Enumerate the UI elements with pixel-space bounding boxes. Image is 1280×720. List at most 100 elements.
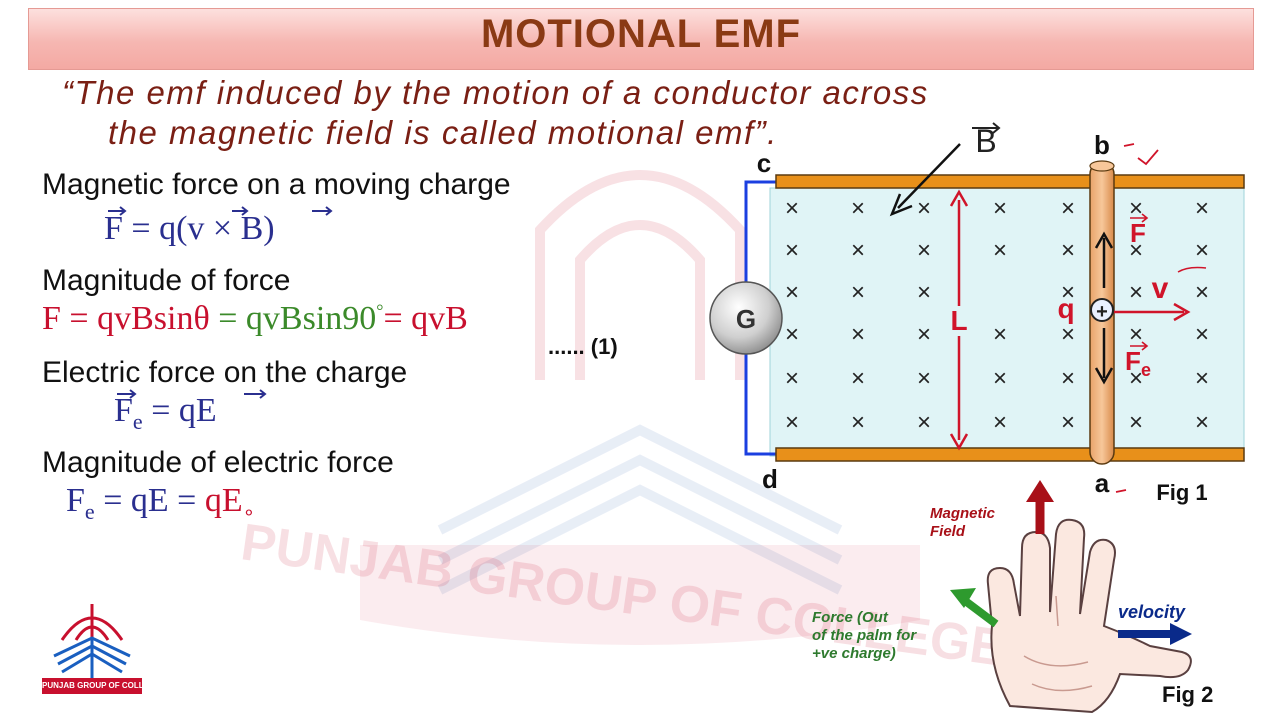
field-label-b: B <box>975 123 996 159</box>
bottom-rail <box>775 447 1245 462</box>
field-cross: × <box>1129 409 1143 436</box>
field-cross: × <box>1195 409 1209 436</box>
field-cross: × <box>993 195 1007 222</box>
field-cross: × <box>1061 409 1075 436</box>
velocity-label: v <box>1152 272 1169 305</box>
degree-symbol: ° <box>376 300 384 321</box>
field-cross: × <box>1195 195 1209 222</box>
charge-sign: + <box>1096 301 1108 323</box>
field-cross: × <box>785 195 799 222</box>
corner-c: c <box>757 148 771 178</box>
electric-magnitude-symbol: F <box>66 482 85 519</box>
field-cross: × <box>851 365 865 392</box>
length-arrow-heads <box>949 189 969 451</box>
field-cross: × <box>785 237 799 264</box>
electric-magnitude-heading: Magnitude of electric force <box>42 446 394 479</box>
electric-force-rhs: = qE <box>142 392 217 429</box>
field-cross: × <box>1129 195 1143 222</box>
electric-magnitude-naught: ∘ <box>242 501 256 524</box>
electric-magnitude-end: qE <box>204 482 243 519</box>
field-cross: × <box>1129 279 1143 306</box>
logo-caption: PUNJAB GROUP OF COLLEGES <box>42 678 142 694</box>
galvanometer-label: G <box>736 304 756 334</box>
hand-illustration <box>986 518 1192 714</box>
field-cross: × <box>993 321 1007 348</box>
field-cross: × <box>1195 321 1209 348</box>
magnetic-force-heading: Magnetic force on a moving charge <box>42 168 511 201</box>
galvanometer <box>709 281 783 355</box>
field-cross: × <box>917 237 931 264</box>
field-cross: × <box>917 321 931 348</box>
fig2-force-label-1: Force (Out <box>812 609 889 626</box>
field-cross: × <box>1061 237 1075 264</box>
magnitude-heading: Magnitude of force <box>42 264 291 297</box>
electric-vector-arrows <box>117 389 267 399</box>
electric-force-heading: Electric force on the charge <box>42 356 408 389</box>
magnetic-force-label: F <box>1130 218 1146 248</box>
fig2-diagram: Magnetic Field Force (Out of the palm fo… <box>812 480 1213 714</box>
definition-line-2: the magnetic field is called motional em… <box>108 114 778 151</box>
field-cross: × <box>1061 195 1075 222</box>
definition-line-1: “The emf induced by the motion of a cond… <box>62 74 929 111</box>
field-cross: × <box>851 321 865 348</box>
field-cross: × <box>1129 237 1143 264</box>
fig1-diagram: × × × × × × × × × × × × × × × × × × × × × × × × × × × × × × × × × × × × × × × ×… <box>709 122 1245 505</box>
electric-force-label: Fe <box>1125 346 1151 380</box>
field-cross: × <box>851 409 865 436</box>
field-cross: × <box>993 409 1007 436</box>
field-cross: × <box>1129 365 1143 392</box>
field-cross: × <box>917 195 931 222</box>
field-cross: × <box>785 321 799 348</box>
field-cross: × <box>993 365 1007 392</box>
field-cross: × <box>917 279 931 306</box>
positive-charge <box>1090 298 1114 322</box>
fig2-velocity-label: velocity <box>1118 602 1186 622</box>
electric-force-symbol: F <box>114 392 133 429</box>
corner-b: b <box>1094 130 1110 160</box>
field-cross: × <box>851 279 865 306</box>
corner-d: d <box>762 464 778 494</box>
fig2-magnetic-label-1: Magnetic <box>930 505 996 522</box>
fig2-force-label-3: +ve charge) <box>812 645 896 662</box>
field-cross: × <box>851 195 865 222</box>
field-cross: × <box>1195 365 1209 392</box>
vector-arrows <box>108 206 333 216</box>
field-cross: × <box>785 365 799 392</box>
top-rail <box>775 174 1245 189</box>
field-cross: × <box>1195 279 1209 306</box>
charge-label: q <box>1057 293 1074 324</box>
electric-magnitude-equation: Fe = qE = qE∘ <box>66 482 255 525</box>
force-arrow <box>961 596 999 628</box>
fig2-caption: Fig 2 <box>1162 682 1213 707</box>
electric-magnitude-subscript: e <box>84 498 95 524</box>
field-cross: × <box>851 237 865 264</box>
field-cross: × <box>917 365 931 392</box>
electric-magnitude-mid: = qE = <box>94 482 205 519</box>
field-pointer-arrow <box>897 143 961 209</box>
magnitude-eq-part-green: = qvBsin90 <box>209 300 377 337</box>
electric-force-equation: Fe = qE <box>114 392 217 435</box>
field-cross: × <box>993 237 1007 264</box>
electric-force-subscript: e <box>132 408 143 434</box>
field-crosses: × × × × × × × × × × × × × × × × × × × × × × × × × × × × × × × × × × × × × × × ×… <box>785 195 1209 436</box>
field-cross: × <box>1129 321 1143 348</box>
fig2-force-label-2: of the palm for <box>812 627 917 644</box>
field-cross: × <box>1061 365 1075 392</box>
length-label: L <box>950 305 967 336</box>
magnetic-force-equation: F = q(v × B) <box>104 210 275 247</box>
field-cross: × <box>1061 279 1075 306</box>
fig1-caption: Fig 1 <box>1156 480 1207 505</box>
field-cross: × <box>1195 237 1209 264</box>
magnitude-eq-part-red: F = qvBsinθ <box>42 300 210 337</box>
field-cross: × <box>785 409 799 436</box>
magnitude-equation: F = qvBsinθ = qvBsin90°= qvB <box>42 300 468 338</box>
college-logo <box>53 604 131 678</box>
equation-number: ...... (1) <box>548 334 618 359</box>
field-cross: × <box>785 279 799 306</box>
field-cross: × <box>1061 321 1075 348</box>
magnetic-field-region <box>769 187 1245 457</box>
page-title: MOTIONAL EMF <box>480 12 802 56</box>
fig2-magnetic-label-2: Field <box>930 523 966 540</box>
field-cross: × <box>917 409 931 436</box>
